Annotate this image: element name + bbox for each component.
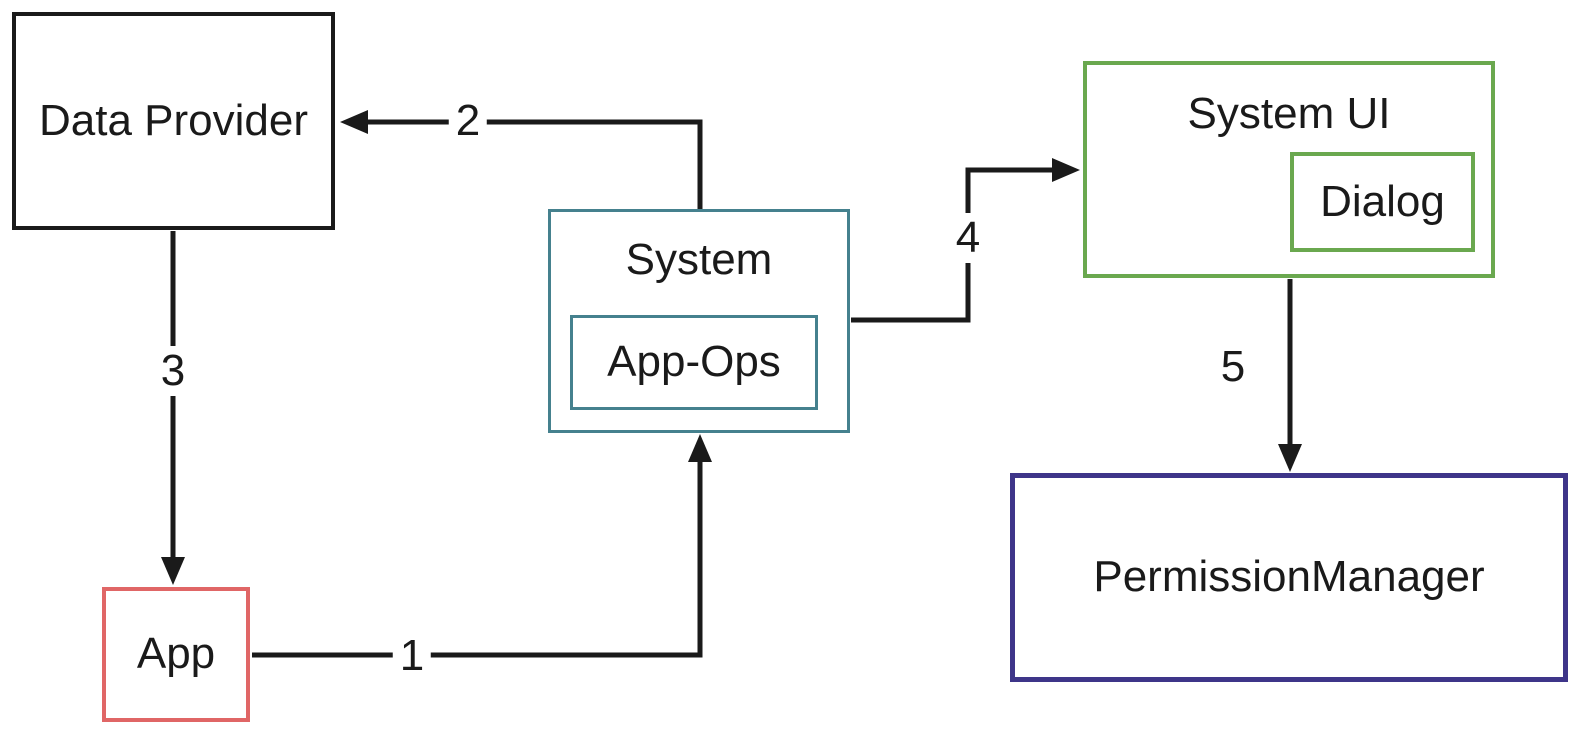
edge-label-step-5: 5 — [1213, 342, 1253, 392]
arrowhead-right-icon — [1052, 158, 1080, 182]
node-data-provider: Data Provider — [12, 12, 335, 230]
node-dialog: Dialog — [1290, 152, 1475, 252]
edge-label-step-2: 2 — [448, 96, 488, 146]
node-system-label: System — [625, 235, 773, 284]
edge-label-step-3: 3 — [153, 346, 193, 396]
node-dialog-label: Dialog — [1320, 176, 1445, 226]
arrowhead-down-icon — [161, 557, 185, 585]
node-permission-manager: PermissionManager — [1010, 473, 1568, 682]
node-app: App — [102, 587, 250, 722]
node-app-label: App — [136, 629, 216, 679]
node-system-ui-label: System UI — [1187, 89, 1391, 138]
node-data-provider-label: Data Provider — [38, 95, 308, 145]
edge-label-step-4: 4 — [948, 213, 988, 263]
arrow-3-data-provider-to-app — [161, 231, 185, 585]
arrow-2-system-to-data-provider — [340, 110, 703, 209]
node-system-ui: System UI Dialog — [1083, 61, 1495, 278]
arrowhead-up-icon — [688, 434, 712, 462]
node-app-ops-label: App-Ops — [607, 337, 781, 387]
node-permission-manager-label: PermissionManager — [1093, 552, 1485, 602]
arrow-5-system-ui-to-permission-manager — [1278, 279, 1302, 472]
node-app-ops: App-Ops — [570, 315, 818, 410]
edge-label-step-1: 1 — [392, 631, 432, 681]
arrowhead-left-icon — [340, 110, 368, 134]
arrow-1-app-to-system — [252, 434, 712, 658]
arrowhead-down-icon — [1278, 444, 1302, 472]
node-system: System App-Ops — [548, 209, 850, 433]
